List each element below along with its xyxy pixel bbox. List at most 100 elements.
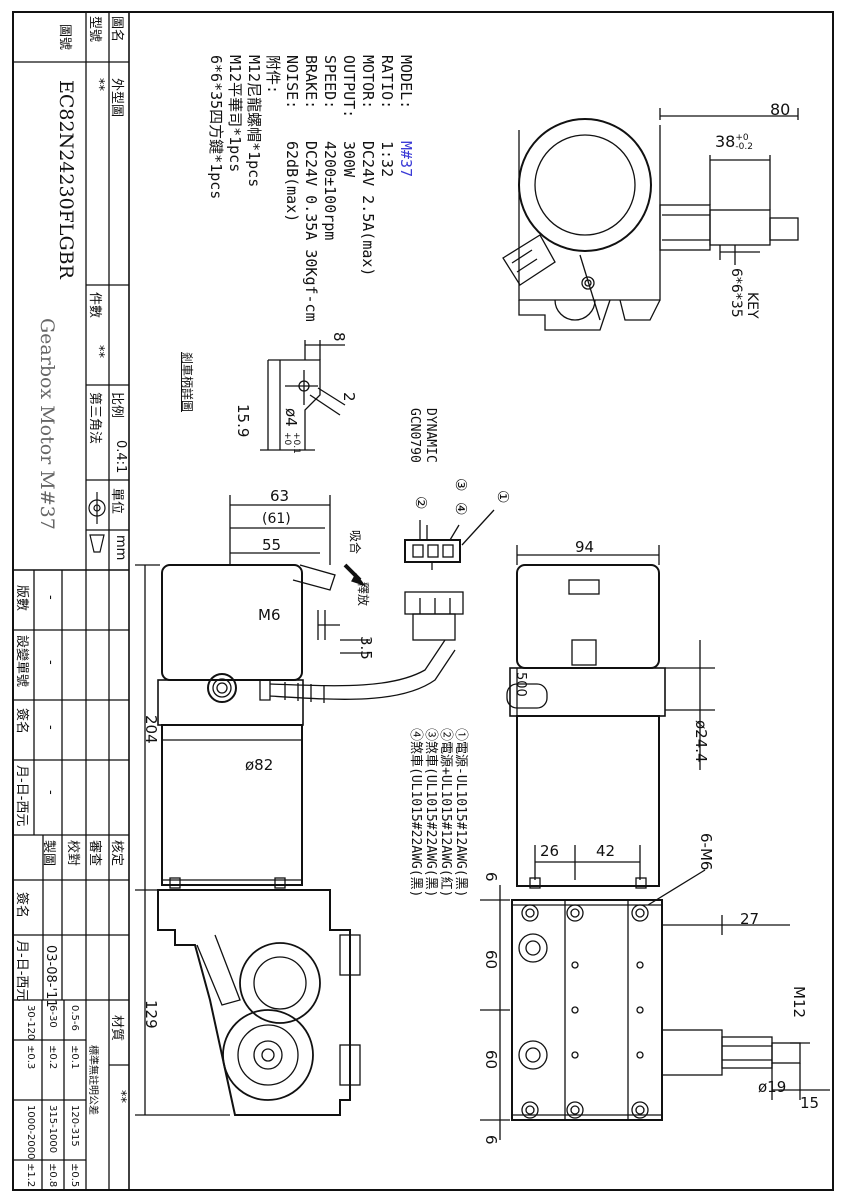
accessory-item: M12平華司*1pcs [226,55,244,173]
model-label: 型號 [87,16,102,43]
dim-brake-hole-tol-dn: +0 [282,432,292,446]
tol-value-2b: ±1.2 [25,1163,36,1188]
rev-dash-4: - [43,790,58,795]
accessory-item: 6*6*35四方鍵*1pcs [207,55,225,200]
dim-6-top: 6 [482,872,500,882]
model-value: ** [91,78,106,91]
dim-82: ø82 [245,756,274,774]
dim-38-tol: +0-0.2 [735,132,753,152]
connector-part-2: GCN0790 [407,408,422,463]
dim-55: 55 [262,536,282,554]
dim-6-m6: 6-M6 [697,833,715,871]
review-label: 審查 [87,840,102,867]
dim-204: 204 [142,715,160,744]
dim-24-4: ø24.4 [692,720,710,763]
tol-range-2b: 1000-2000 [25,1105,36,1160]
spec-ratio-value: 1:32 [378,141,396,178]
pin-1-label: ① [494,490,512,504]
sign2-label: 簽名 [14,892,29,919]
pin-3-label: ③ [452,478,470,492]
draw-label: 製圖 [41,840,56,867]
dim-60-lower: 60 [482,1050,500,1070]
tol-range-0b: 120-315 [69,1105,80,1147]
connector-part: DYNAMIC GCN0790 [406,408,438,463]
projection-label: 第三角法 [87,392,102,445]
wire-item: ②電源+UL1015#12AWG(紅) [438,728,453,898]
dim-m12: M12 [790,986,808,1019]
unit-label: 單位 [109,488,124,515]
dim-19: ø19 [758,1078,787,1096]
check-label: 校對 [65,840,80,867]
dim-3-5: 3.5 [357,636,375,660]
drawing-name-value: 外型圖 [109,78,124,118]
wire-item: ③煞車(UL1015#22AWG(黑) [423,728,438,898]
spec-brake-label: BRAKE: [302,55,320,110]
rev-dash-2: - [43,660,58,665]
tol-value-1b: ±0.8 [47,1163,58,1188]
dim-38: 38+0-0.2 [715,132,753,152]
material-value: ** [113,1090,128,1103]
spec-speed-label: SPEED: [321,55,339,110]
accessory-title: 附件: [264,55,282,95]
date2-label: 月-日-西元 [14,940,29,1002]
version-label: 版數 [14,585,29,612]
tolerance-title: 標準無註明公差 [87,1045,98,1115]
dim-63: 63 [270,487,290,505]
dim-key: 6*6*35 [728,268,744,318]
scale-value: 0.4:1 [113,440,128,474]
spec-ratio: RATIO: 1:32 [377,55,396,322]
dim-15: 15 [800,1094,820,1112]
drawing-no-label: 圖號 [57,24,72,51]
drawing-number: EC82N24230FLGBR [55,80,77,279]
rev-dash-3: - [43,725,58,730]
spec-model: MODEL:M#37 [396,55,415,322]
dim-61: (61) [262,511,291,527]
dim-38-tol-dn: -0.2 [735,141,753,152]
pin-2-label: ② [412,496,430,510]
dim-60-upper: 60 [482,950,500,970]
wire-item: ①電源-UL1015#12AWG(黑) [453,728,468,898]
spec-noise-label: NOISE: [283,55,301,110]
tol-value-1a: ±0.2 [47,1045,58,1070]
product-name: Gearbox Motor M#37 [36,318,58,530]
dim-brake-hole-tol-up: +0.1 [291,432,301,454]
wire-item: ④煞車(UL1015#22AWG(黑) [408,728,423,898]
tol-range-0a: 0.5-6 [69,1005,80,1031]
spec-ratio-label: RATIO: [378,55,396,110]
approve-label: 核定 [109,840,124,867]
qty-label: 件數 [87,292,102,319]
spec-motor-value: DC24V 2.5A(max) [359,141,377,277]
lock-label: 吸合 [348,530,362,555]
tol-value-0b: ±0.5 [69,1163,80,1188]
spec-speed-value: 4200±100rpm [321,141,339,241]
spec-output: OUTPUT:300W [339,55,358,322]
dim-brake-hole-tol: +0.1 +0 [282,432,301,454]
lead-length: 500 [513,672,528,697]
accessory-item: M12尼龍螺帽*1pcs [245,55,263,188]
spec-output-label: OUTPUT: [340,55,358,119]
tol-value-0a: ±0.1 [69,1045,80,1070]
scale-label: 比例 [109,392,124,419]
dim-42: 42 [596,842,616,860]
brake-detail-title: 剎車柄詳圖 [180,352,194,413]
tol-range-1a: 6-30 [47,1005,58,1028]
tol-value-2a: ±0.3 [25,1045,36,1070]
dim-129: 129 [142,1000,160,1029]
spec-noise-value: 62dB(max) [283,141,301,223]
tol-range-2a: 30-120 [25,1005,36,1041]
dim-38-tol-up: +0 [735,132,749,143]
unit-value: mm [113,535,128,561]
dim-38-value: 38 [715,132,736,151]
dim-6-bottom: 6 [482,1135,500,1145]
dim-26: 26 [540,842,560,860]
dim-27: 27 [740,910,760,928]
dim-brake-2: 2 [340,392,358,402]
spec-brake: BRAKE: DC24V 0.35A 30Kgf-cm [301,55,320,322]
spec-motor-label: MOTOR: [359,55,377,110]
key-label: KEY [744,292,760,319]
dim-brake-8: 8 [330,332,348,342]
spec-brake-value: DC24V 0.35A 30Kgf-cm [302,141,320,322]
dim-80: 80 [770,100,791,119]
